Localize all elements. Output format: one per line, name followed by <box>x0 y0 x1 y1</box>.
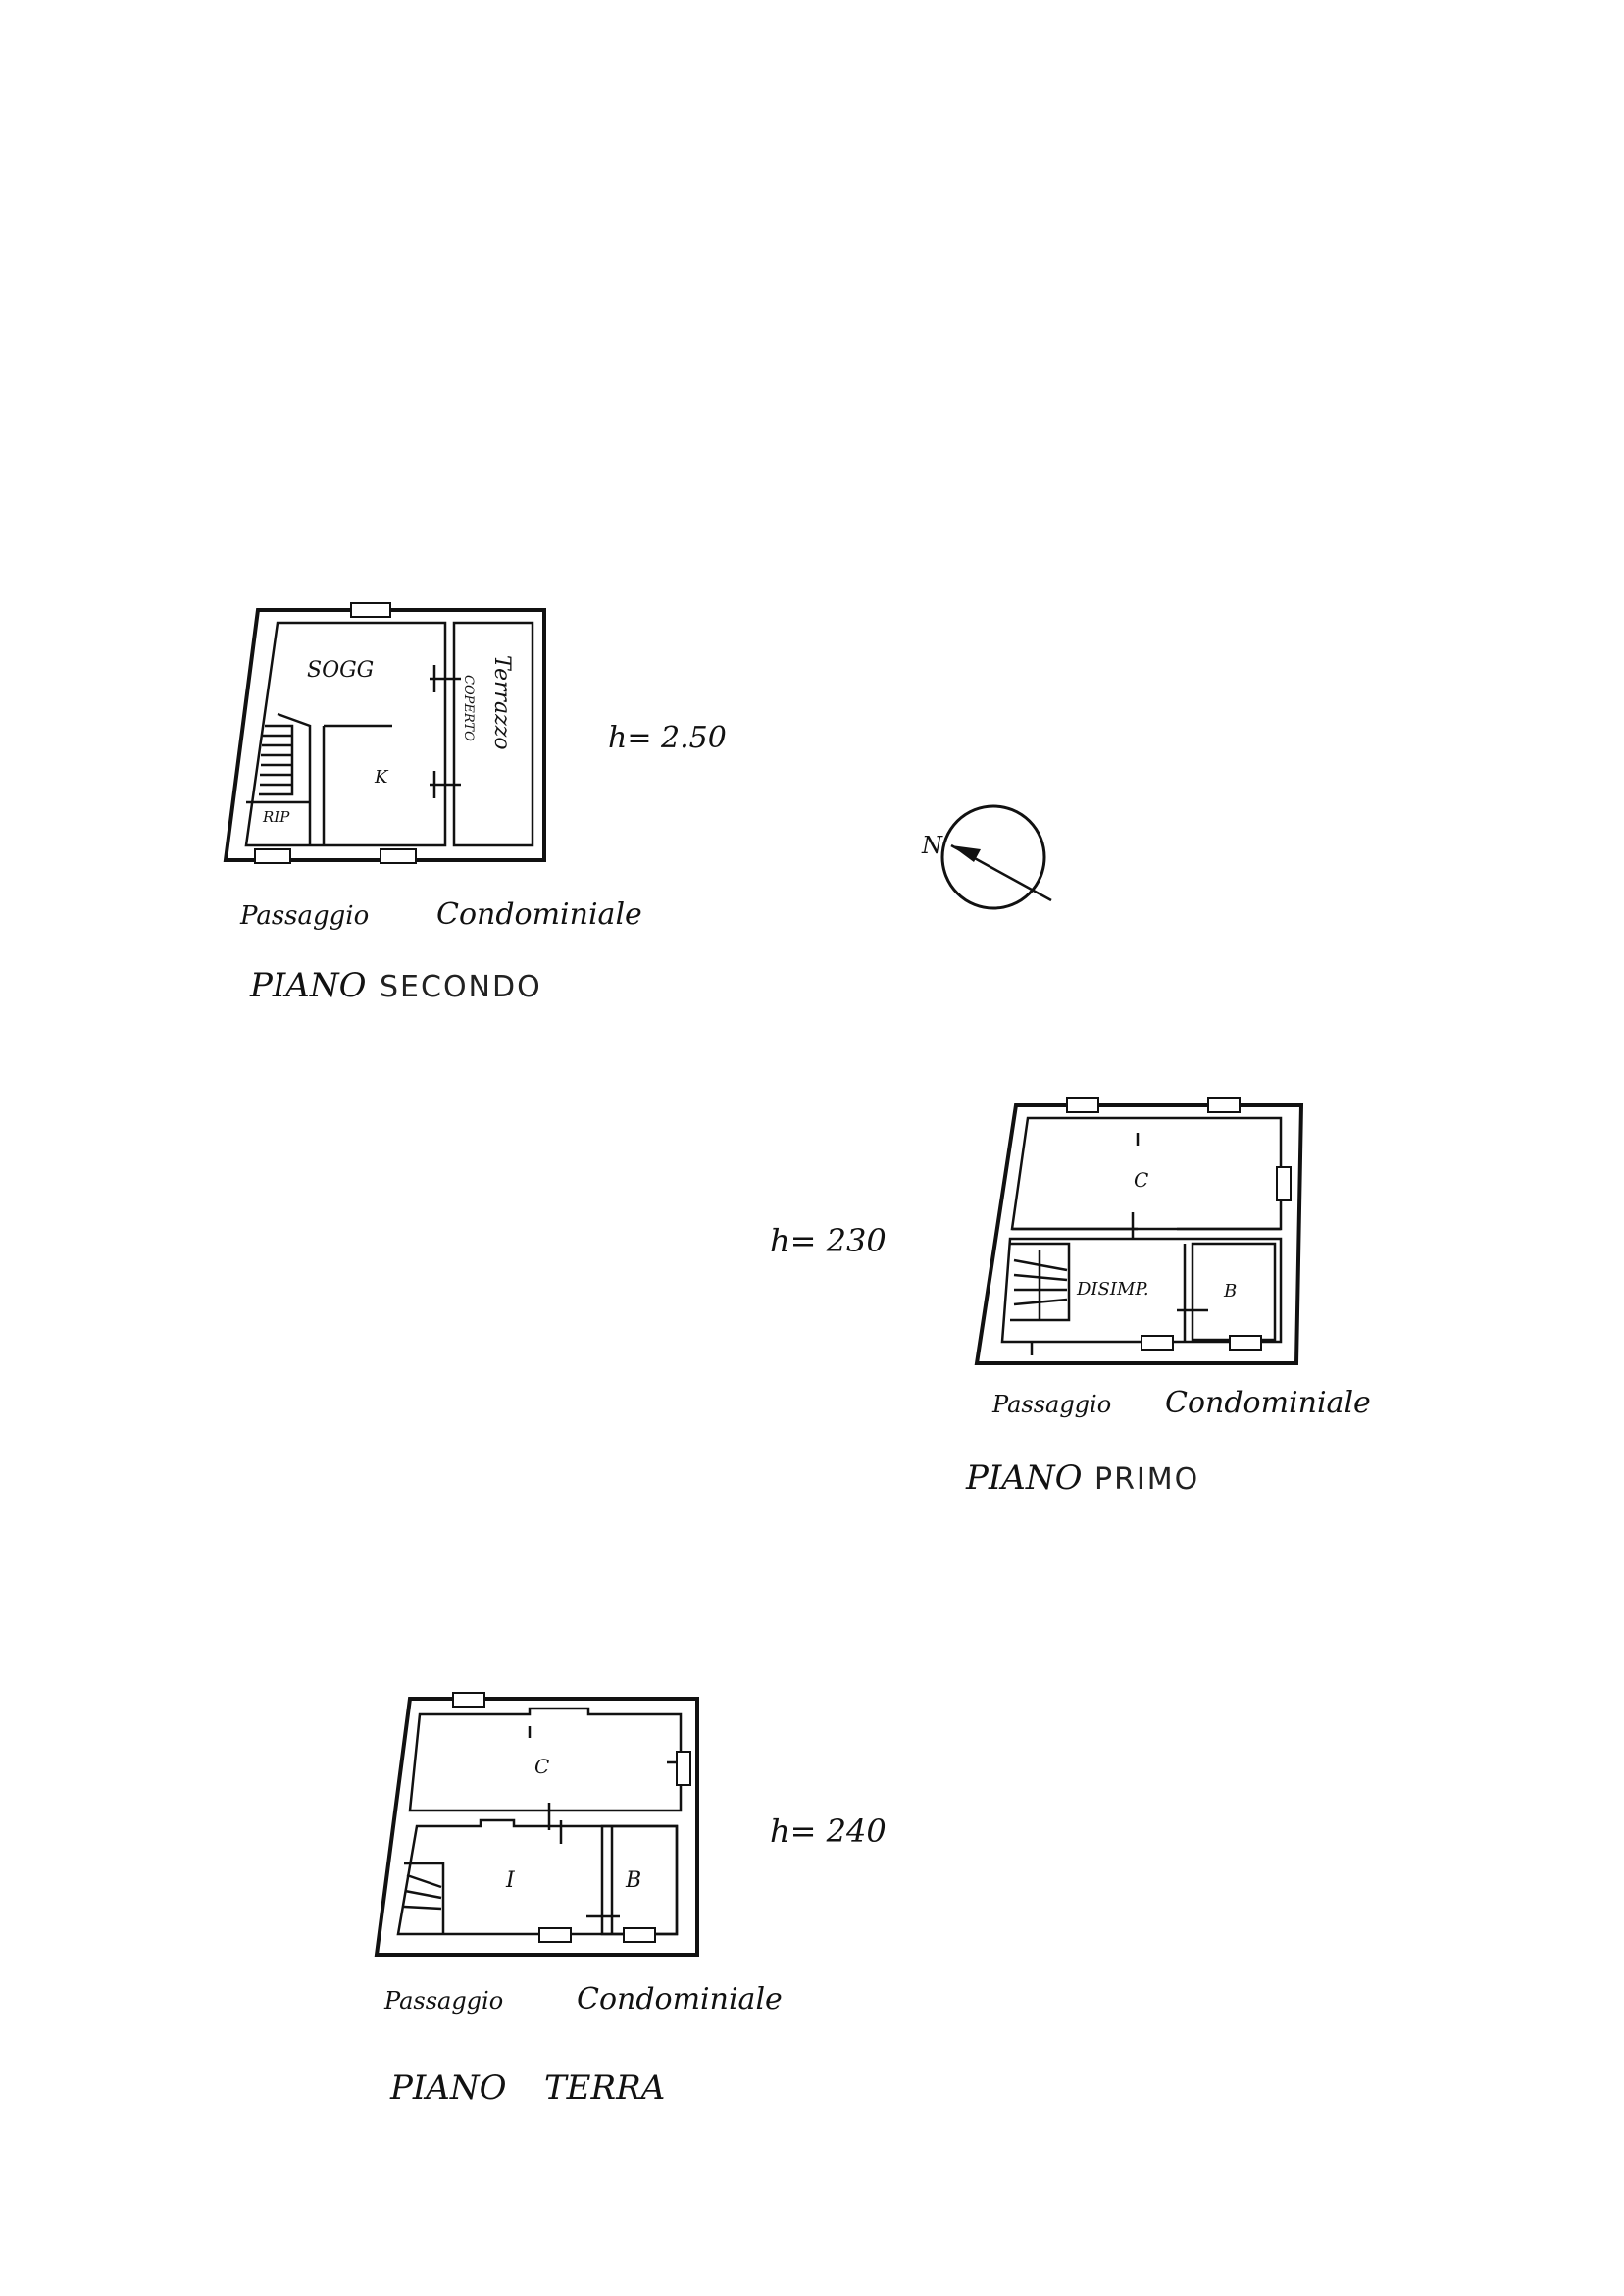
passage-label-secondo: Passaggio <box>239 901 369 931</box>
height-label-secondo: h= 2.50 <box>608 721 727 755</box>
floor-title-secondo-main: PIANO <box>249 966 367 1005</box>
passage-type-primo: Condominiale <box>1165 1386 1371 1420</box>
room-label-bagno-primo: B <box>1223 1281 1237 1301</box>
plan-piano-terra: C I B h= 240 Passaggio Condominiale PIAN… <box>374 1692 887 2108</box>
floor-title-terra-main: PIANO <box>389 2068 507 2108</box>
floor-title-secondo-sub: SECONDO <box>380 970 542 1004</box>
height-label-primo: h= 230 <box>770 1222 887 1259</box>
passage-type-terra: Condominiale <box>577 1982 783 2016</box>
north-compass: N <box>921 804 1052 910</box>
room-label-cucina: K <box>374 767 389 788</box>
floor-title-primo-main: PIANO <box>965 1458 1083 1498</box>
room-label-camera-primo: C <box>1134 1168 1148 1192</box>
stairs-icon <box>403 1862 445 1934</box>
height-label-terra: h= 240 <box>770 1812 887 1850</box>
room-label-ripostiglio: RIP <box>262 808 290 826</box>
compass-icon <box>940 804 1046 910</box>
room-label-bagno-terra: B <box>625 1868 641 1893</box>
stairs-icon <box>259 724 294 796</box>
room-label-coperto: COPERTO <box>461 675 476 741</box>
stairs-icon <box>1010 1242 1071 1322</box>
floor-title-primo-sub: PRIMO <box>1094 1462 1199 1497</box>
plan-piano-secondo: SOGG K RIP Terrazzo COPERTO h= 2.50 Pass… <box>223 602 727 1005</box>
room-label-terrazzo: Terrazzo <box>489 655 514 750</box>
room-label-ingresso: I <box>505 1868 516 1893</box>
room-label-disimpegno: DISIMP. <box>1076 1279 1149 1300</box>
passage-type-secondo: Condominiale <box>436 897 642 932</box>
compass-north-label: N <box>921 832 943 859</box>
room-label-soggiorno: SOGG <box>307 658 374 683</box>
room-label-camera-terra: C <box>534 1755 549 1778</box>
passage-label-terra: Passaggio <box>383 1987 503 2015</box>
floor-title-terra-sub: TERRA <box>544 2068 665 2108</box>
plan-piano-primo: C DISIMP. B h= 230 Passaggio Condominial… <box>770 1097 1371 1498</box>
passage-label-primo: Passaggio <box>991 1391 1111 1418</box>
